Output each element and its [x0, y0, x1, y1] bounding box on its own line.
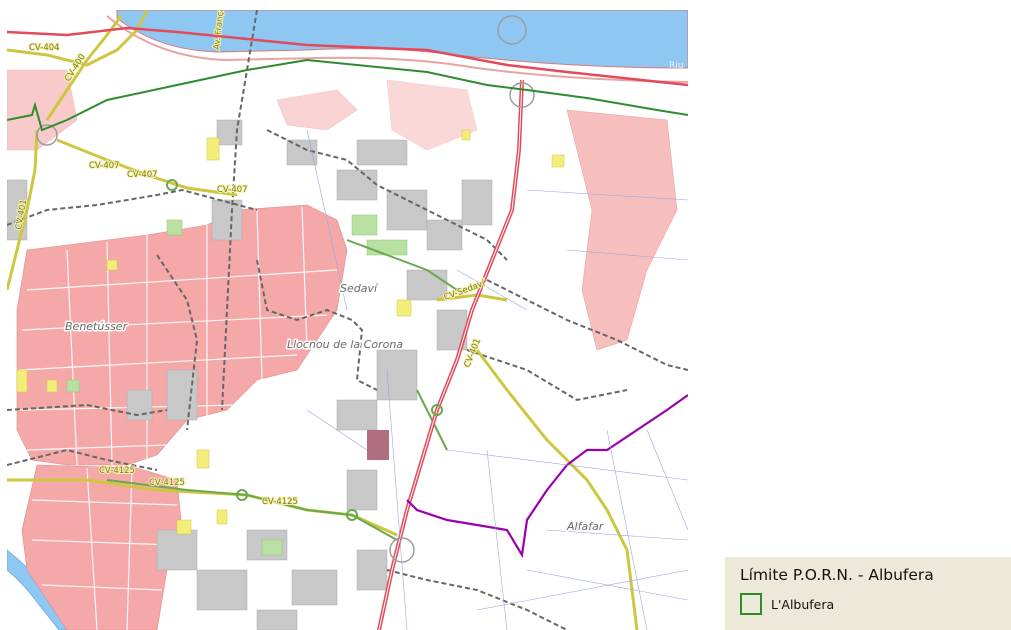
legend-title: Límite P.O.R.N. - Albufera: [740, 566, 934, 584]
urban-areas: [7, 69, 678, 630]
road-label-cv407-b: CV-407: [127, 170, 158, 180]
district-boundary: [406, 394, 688, 559]
place-label-benetusser: Benetússer: [65, 320, 129, 333]
dark-building: [367, 430, 389, 460]
regional-roads: [7, 10, 639, 630]
map-canvas[interactable]: Riu: [7, 10, 688, 630]
minor-streets: [306, 129, 688, 630]
river-bank-road: [106, 15, 688, 83]
place-label-llocnou: Llocnou de la Corona: [287, 338, 403, 351]
legend-item[interactable]: L'Albufera: [740, 593, 1011, 615]
road-label-cv407-c: CV-407: [217, 185, 248, 195]
equipment-areas: [16, 129, 565, 535]
place-label-alfafar: Alfafar: [566, 520, 605, 533]
highway-centerline: [378, 79, 523, 630]
legend-item-label: L'Albufera: [771, 596, 835, 612]
legend-swatch-albufera: [740, 593, 762, 615]
road-label-cv404: CV-404: [29, 43, 60, 53]
road-label-cv4125-b: CV-4125: [149, 478, 185, 488]
road-label-cv407-a: CV-407: [89, 161, 120, 171]
green-roads: [106, 239, 458, 541]
river-label: Riu: [669, 61, 683, 71]
road-label-cv4125-c: CV-4125: [262, 497, 298, 507]
industrial-areas: [7, 119, 493, 630]
place-label-sedavi: Sedaví: [340, 282, 379, 295]
porn-boundary: [7, 58, 688, 132]
map-legend: Límite P.O.R.N. - Albufera L'Albufera: [725, 557, 1011, 630]
map-view[interactable]: Riu: [7, 10, 688, 630]
municipal-boundaries: [7, 10, 688, 630]
road-label-cv4125-a: CV-4125: [99, 466, 135, 476]
